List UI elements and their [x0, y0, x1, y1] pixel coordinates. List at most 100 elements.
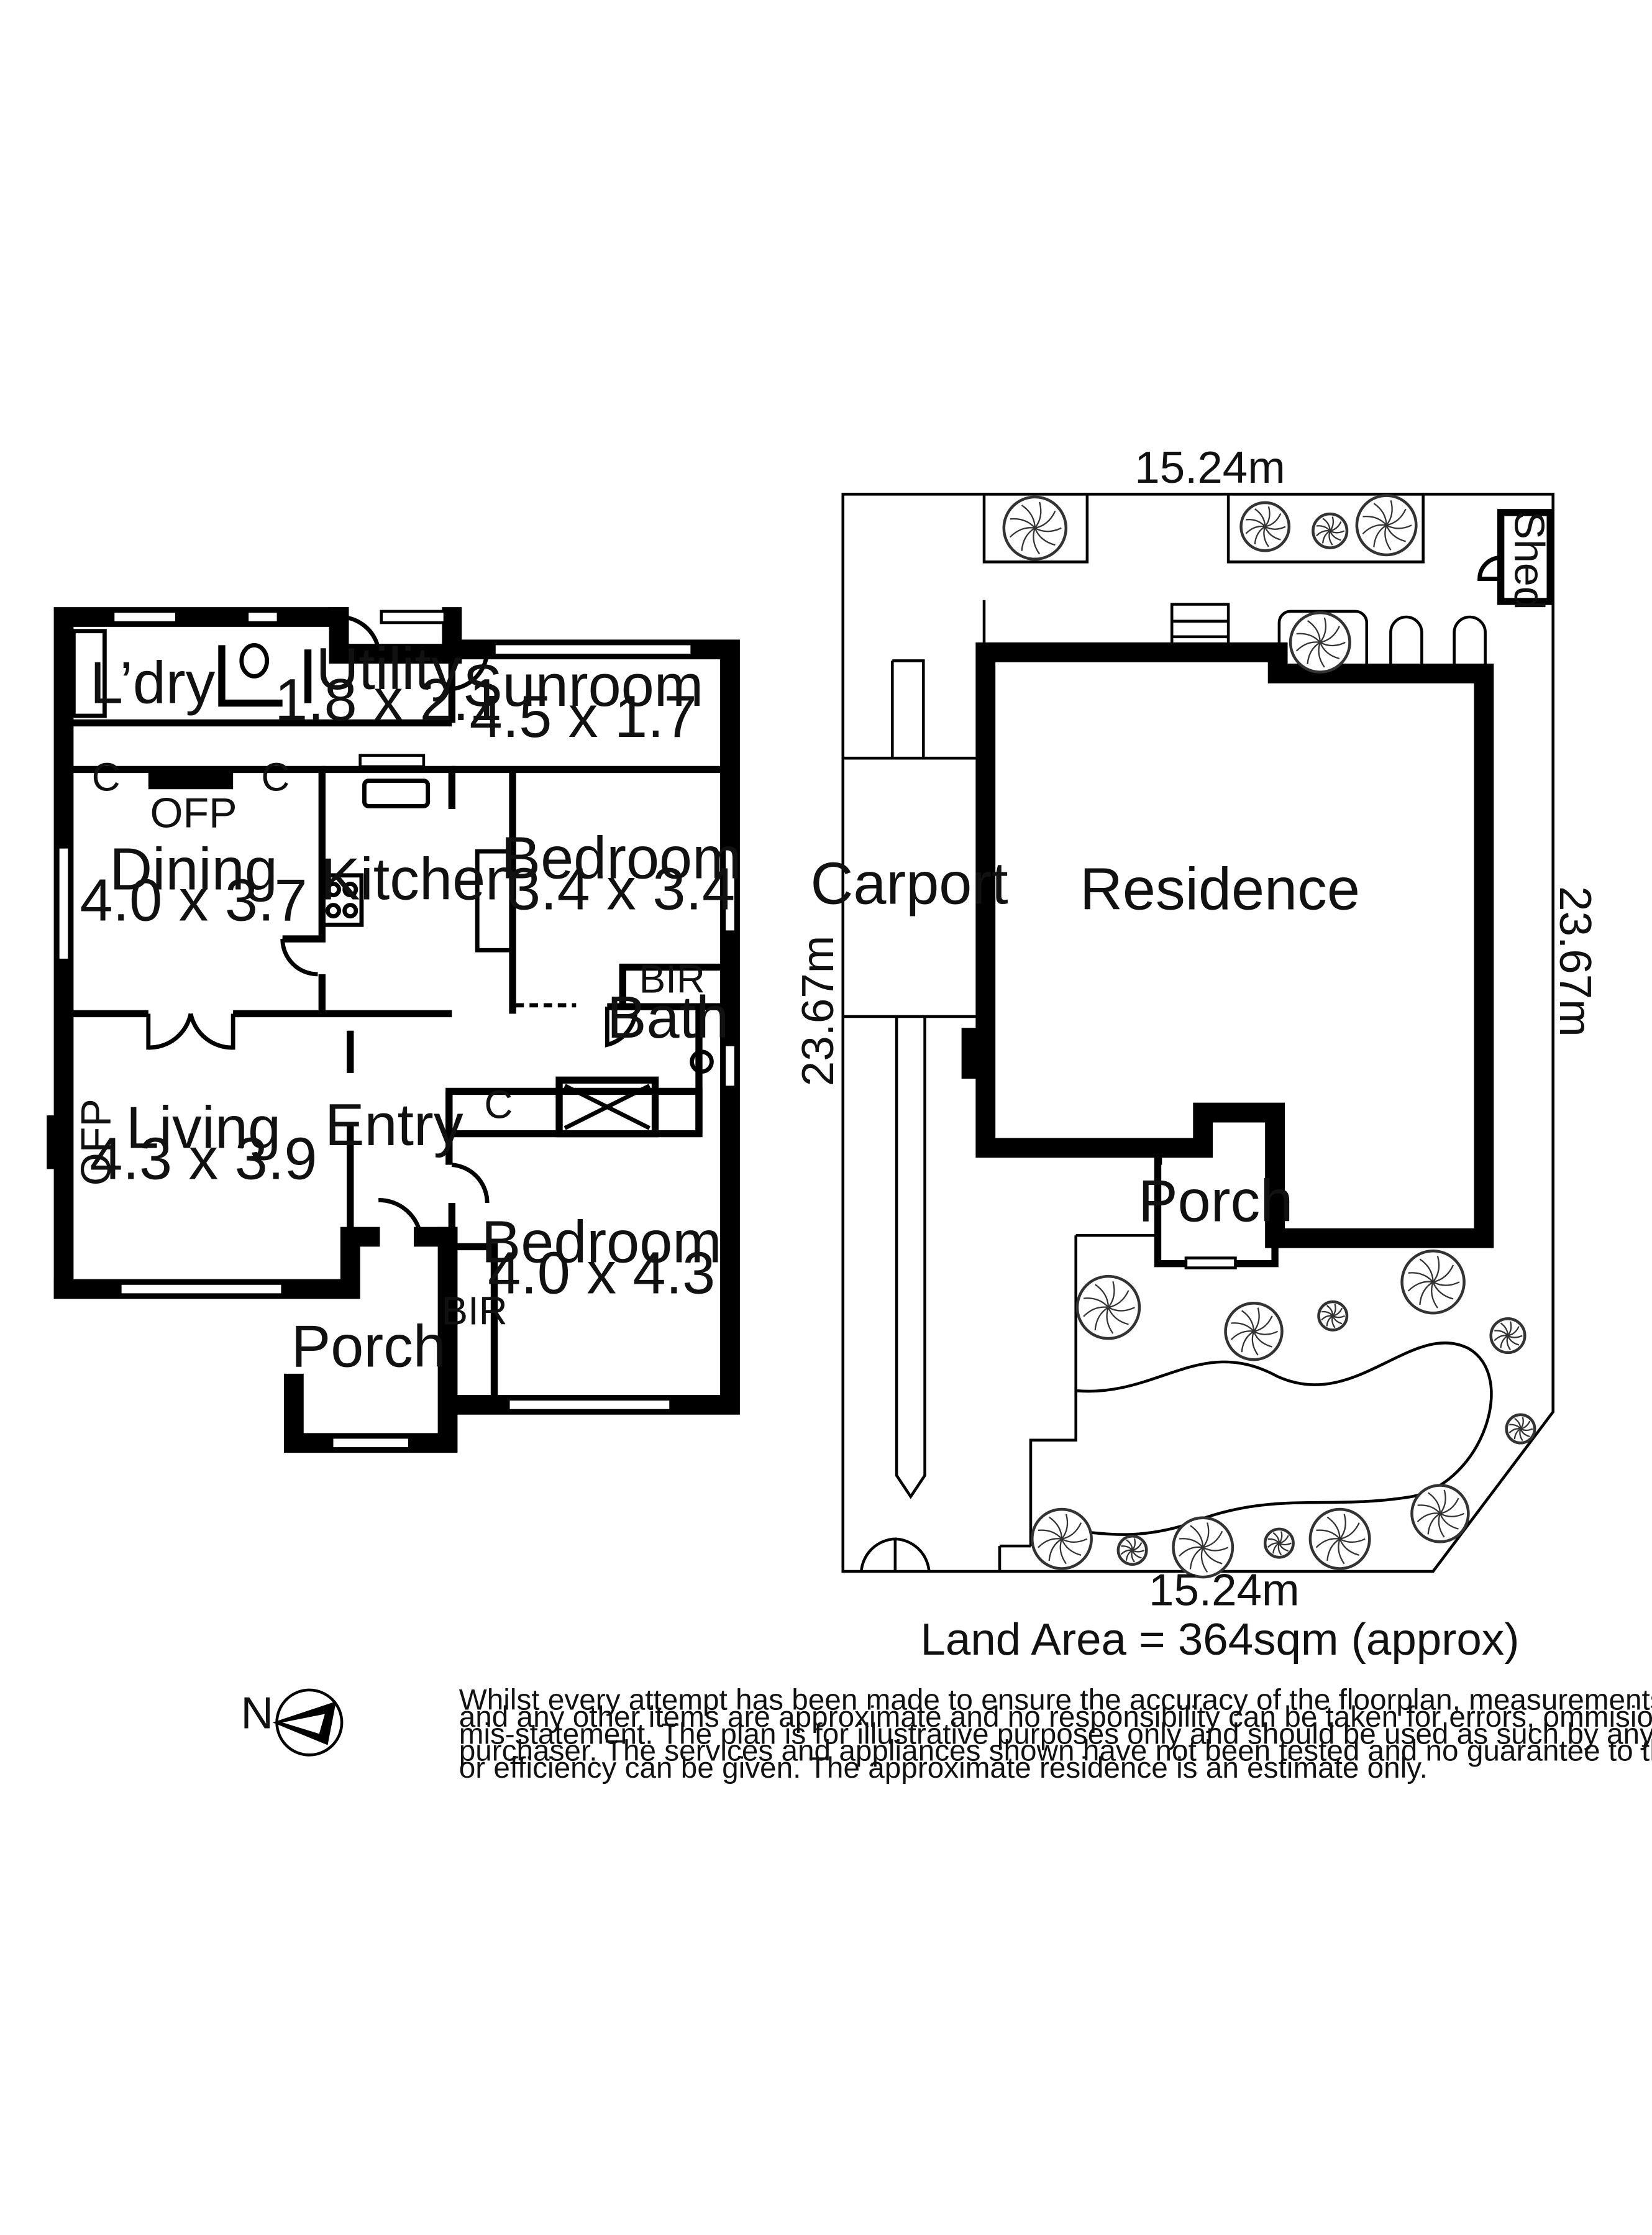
- tree-branch: [1433, 1264, 1454, 1283]
- compass-north-label: N: [241, 1688, 274, 1738]
- door-swing: [605, 1007, 638, 1048]
- fireplace-living: [47, 1115, 67, 1169]
- room-kitchen: Kitchen: [321, 846, 518, 912]
- window-wc: [245, 610, 280, 624]
- tree-branch: [1321, 530, 1331, 544]
- tree-branch: [1094, 1307, 1109, 1331]
- tree-branch: [1500, 1335, 1508, 1348]
- room-bath: Bath: [607, 985, 729, 1051]
- tree-branch: [1263, 526, 1269, 547]
- door-swing: [280, 938, 318, 977]
- tree-branch: [1506, 1335, 1511, 1351]
- tree-branch: [1202, 1530, 1223, 1548]
- tree-branch: [1095, 1284, 1110, 1308]
- steps: [1170, 603, 1230, 654]
- laundry-bench: [71, 629, 107, 718]
- tree-branch: [1320, 641, 1346, 647]
- tree-branch: [1279, 1535, 1289, 1544]
- cupboard-label: C: [484, 1083, 513, 1127]
- tree-branch: [1034, 527, 1062, 532]
- tree-branch: [1083, 1297, 1109, 1308]
- tree-branch: [1438, 1513, 1445, 1538]
- fence-gate: [998, 1544, 1031, 1572]
- tree-branch: [1318, 642, 1325, 668]
- tree-branch: [1033, 528, 1041, 555]
- tree-branch: [1296, 633, 1321, 643]
- tree-branch: [1189, 1547, 1203, 1570]
- tree-branch: [1253, 1331, 1272, 1348]
- tree-branch: [1494, 1335, 1508, 1341]
- burner-icon: [325, 903, 341, 919]
- tree-branch: [1329, 516, 1334, 532]
- tree-branch: [1520, 1420, 1531, 1430]
- garden-edge: [1029, 1233, 1158, 1547]
- tree-branch: [1264, 506, 1271, 528]
- tree-branch: [1021, 505, 1036, 528]
- tree-branch: [1339, 1514, 1346, 1540]
- cupboard-label: C: [261, 755, 290, 799]
- room-living: Living: [126, 1095, 281, 1161]
- tree-branch: [1061, 1538, 1082, 1556]
- porch-post: [1154, 1150, 1162, 1165]
- tree-branch: [1132, 1542, 1143, 1552]
- toilet-icon: [239, 643, 270, 679]
- planter-box: [982, 493, 1089, 564]
- tree-branch: [1419, 1258, 1434, 1282]
- tree-branch: [1362, 524, 1387, 534]
- tree-branch: [1241, 1330, 1254, 1353]
- wall-south-living: [53, 1227, 380, 1299]
- disclaimer-line: or efficiency can be given. The approxim…: [459, 1752, 1428, 1785]
- tree-branch: [1010, 518, 1036, 529]
- tree-branch: [1328, 531, 1333, 546]
- cooktop-icon: [319, 873, 364, 927]
- tree-branch: [1241, 1310, 1255, 1332]
- gate: [860, 1537, 931, 1572]
- window-bedroom2: [506, 1397, 672, 1412]
- front-door-swing: [378, 1198, 423, 1238]
- tree-branch: [1339, 1538, 1366, 1543]
- driveway-strip: [895, 1017, 926, 1499]
- site-boundary: [841, 493, 1554, 1573]
- room-bedroom1-size: 3.4 x 3.4: [508, 856, 735, 922]
- tree-branch: [1440, 1512, 1465, 1517]
- compass: N: [241, 1688, 344, 1757]
- room-ldry: L’dry: [90, 651, 216, 716]
- kitchen-bench: [475, 849, 515, 953]
- tree-branch: [1439, 1513, 1459, 1530]
- tree-branch: [1190, 1525, 1204, 1548]
- window-living: [119, 1282, 284, 1296]
- tree-branch: [1386, 524, 1412, 529]
- tree-branch: [1427, 1512, 1441, 1535]
- room-dining-size: 4.0 x 3.7: [80, 868, 308, 934]
- siteplan: 15.24m 15.24m 23.67m 23.67m Carport Resi…: [793, 442, 1600, 1665]
- tree-branch: [1320, 626, 1340, 643]
- tree-branch: [1362, 516, 1387, 526]
- tree-branch: [1385, 500, 1393, 526]
- tree-branch: [1034, 511, 1056, 529]
- tree-branch: [1419, 1281, 1434, 1305]
- window-utility: [380, 610, 447, 624]
- fireplace-dining: [148, 769, 234, 790]
- tree-branch: [1417, 1504, 1441, 1514]
- bir-label: BIR: [639, 957, 705, 1001]
- basin-icon: [690, 1049, 714, 1074]
- disclaimer-line: mis-statement. The plan is for illustrat…: [459, 1717, 1652, 1750]
- tree-branch: [1507, 1321, 1512, 1337]
- tree-branch: [1316, 525, 1331, 532]
- planter-box: [1277, 610, 1369, 675]
- ofp-living: OFP: [72, 1099, 119, 1186]
- tree-branch: [1179, 1546, 1203, 1557]
- tree-branch: [1427, 1492, 1441, 1514]
- tree-branch: [1107, 1307, 1129, 1325]
- tree-branch: [1440, 1497, 1459, 1514]
- chimney: [961, 1028, 982, 1079]
- room-entry: Entry: [325, 1092, 463, 1158]
- room-bedroom2: Bedroom: [481, 1209, 722, 1275]
- tree-branch: [1200, 1547, 1208, 1573]
- site-bottom-dimension: 15.24m: [1149, 1565, 1299, 1616]
- tree-branch: [1034, 501, 1042, 529]
- tree-branch: [1507, 1326, 1520, 1337]
- tree-branch: [1253, 1330, 1279, 1335]
- tree-branch: [1319, 617, 1326, 643]
- burner-icon: [342, 903, 358, 919]
